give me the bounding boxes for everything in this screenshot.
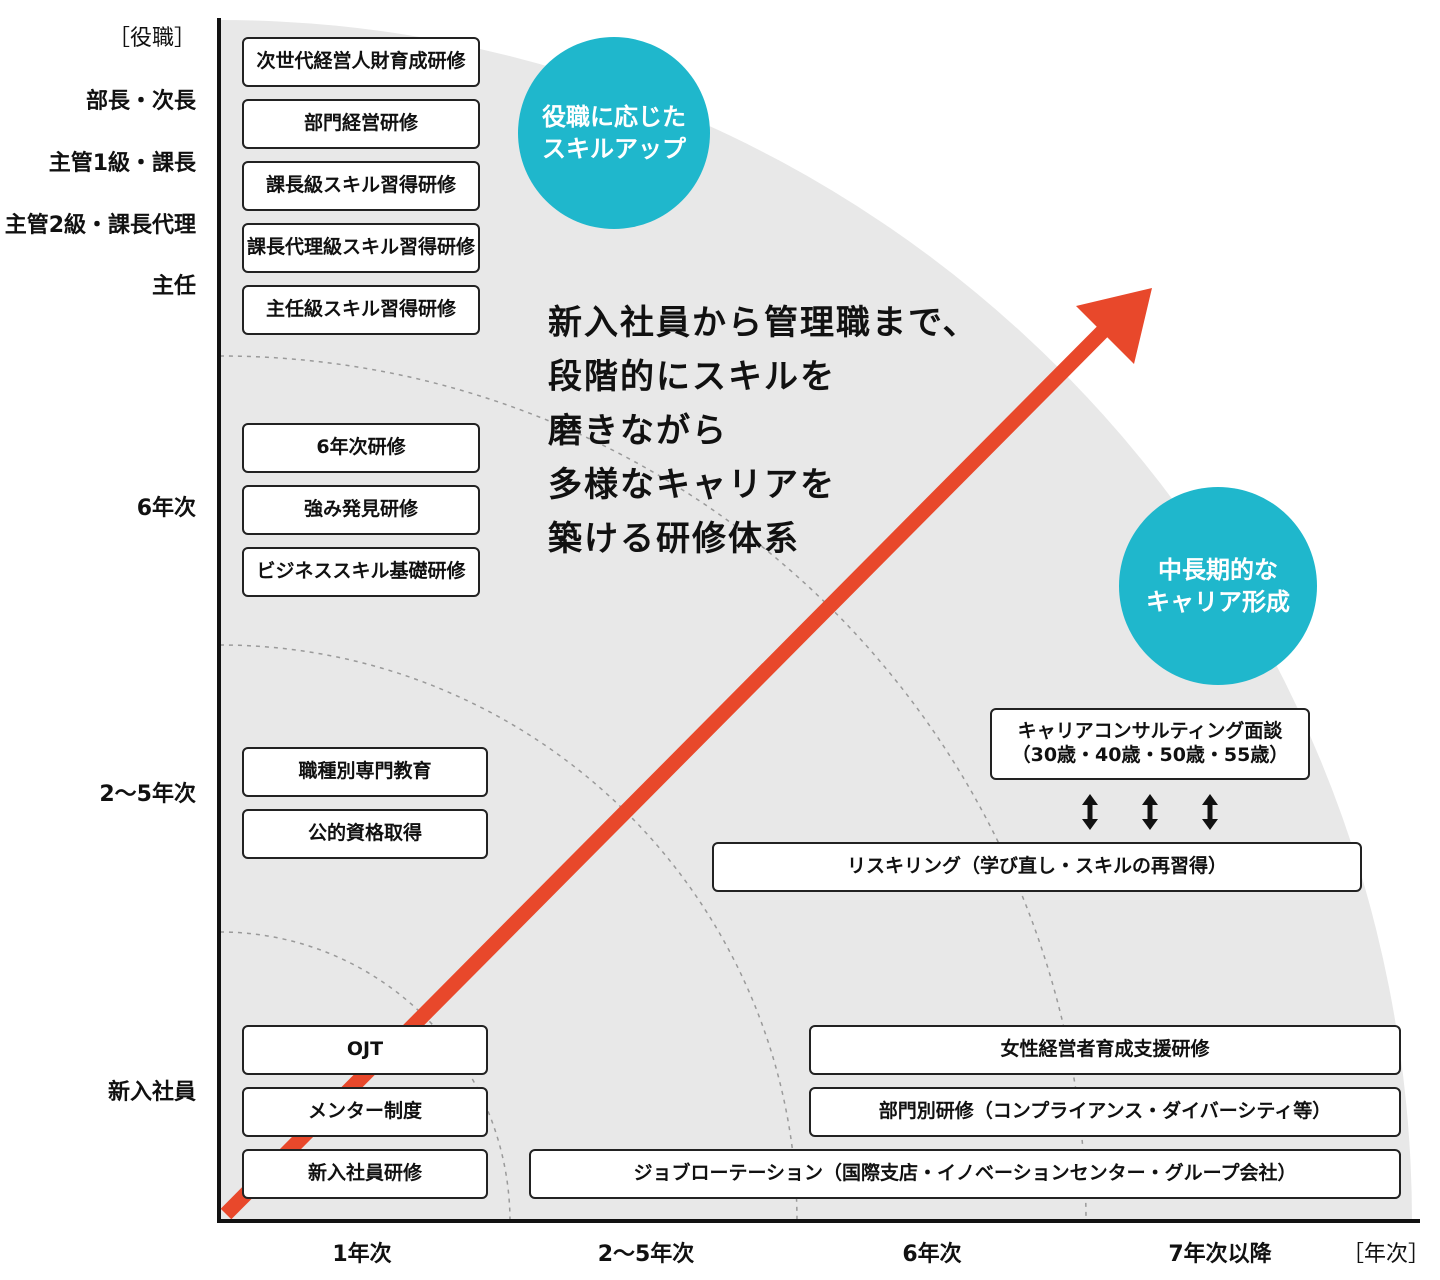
growth-arrow-head — [1076, 288, 1152, 364]
y-label-shunin: 主任 — [151, 274, 196, 299]
badge-career-formation: 中長期的な キャリア形成 — [1119, 487, 1317, 685]
program-qualification: 公的資格取得 — [242, 809, 488, 859]
y-label-6th-year: 6年次 — [136, 496, 196, 521]
headline-line-5: 築ける研修体系 — [548, 519, 800, 559]
program-ojt: OJT — [242, 1025, 488, 1075]
x-label-6th-year: 6年次 — [902, 1242, 962, 1267]
program-next-gen-management: 次世代経営人財育成研修 — [242, 37, 480, 87]
up-down-arrow-icon — [1142, 794, 1158, 830]
y-axis-unit: ［役職］ — [107, 26, 196, 51]
x-label-1st-year: 1年次 — [332, 1242, 392, 1267]
program-newhire-training: 新入社員研修 — [242, 1149, 488, 1199]
career-consulting-ages: （30歳・40歳・50歳・55歳） — [1011, 744, 1289, 766]
badge-role-skillup-line1: 役職に応じた — [542, 102, 686, 131]
headline-line-1: 新入社員から管理職まで、 — [548, 303, 979, 343]
badge-role-skillup: 役職に応じた スキルアップ — [518, 37, 710, 229]
program-women-leadership: 女性経営者育成支援研修 — [809, 1025, 1401, 1075]
y-label-kacho: 主管1級・課長 — [48, 151, 196, 176]
program-manager-skill: 課長級スキル習得研修 — [242, 161, 480, 211]
y-label-2-5-year: 2～5年次 — [99, 782, 196, 807]
program-mentor: メンター制度 — [242, 1087, 488, 1137]
x-label-7th-year-plus: 7年次以降 — [1168, 1242, 1272, 1267]
headline-line-3: 磨きながら — [548, 411, 728, 451]
program-deputy-manager-skill: 課長代理級スキル習得研修 — [242, 223, 480, 273]
program-6th-year: 6年次研修 — [242, 423, 480, 473]
career-consulting-title: キャリアコンサルティング面談 — [1017, 720, 1283, 743]
dotted-arc-3 — [219, 355, 1087, 1223]
program-reskilling: リスキリング（学び直し・スキルの再習得） — [712, 842, 1362, 892]
program-department-management: 部門経営研修 — [242, 99, 480, 149]
program-job-rotation: ジョブローテーション（国際支店・イノベーションセンター・グループ会社） — [529, 1149, 1401, 1199]
headline-line-4: 多様なキャリアを — [548, 465, 836, 505]
y-label-kacho-dairi: 主管2級・課長代理 — [4, 213, 196, 238]
x-axis-unit: ［年次］ — [1341, 1242, 1431, 1267]
x-label-2-5-year: 2～5年次 — [597, 1242, 695, 1267]
badge-career-line1: 中長期的な — [1158, 555, 1278, 584]
badge-role-skillup-line2: スキルアップ — [542, 135, 686, 163]
program-department-training: 部門別研修（コンプライアンス・ダイバーシティ等） — [809, 1087, 1401, 1137]
up-down-arrow-icon — [1082, 794, 1098, 830]
badge-career-line2: キャリア形成 — [1146, 588, 1290, 616]
headline-line-2: 段階的にスキルを — [548, 357, 836, 397]
up-down-arrow-icon — [1202, 794, 1218, 830]
y-label-bucho: 部長・次長 — [85, 89, 196, 114]
headline: 新入社員から管理職まで、 段階的にスキルを 磨きながら 多様なキャリアを 築ける… — [548, 296, 979, 566]
program-business-skill-basics: ビジネススキル基礎研修 — [242, 547, 480, 597]
program-chief-skill: 主任級スキル習得研修 — [242, 285, 480, 335]
program-career-consulting: キャリアコンサルティング面談 （30歳・40歳・50歳・55歳） — [990, 708, 1310, 780]
program-strength-discovery: 強み発見研修 — [242, 485, 480, 535]
y-label-newhire: 新入社員 — [107, 1080, 196, 1105]
program-specialized-education: 職種別専門教育 — [242, 747, 488, 797]
